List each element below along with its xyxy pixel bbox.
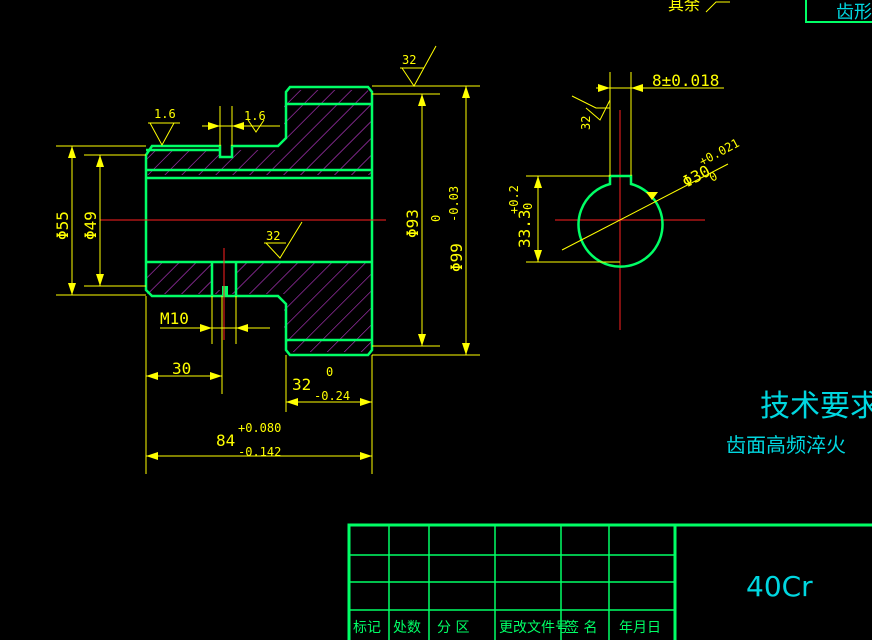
requirements-heading: 技术要求 <box>760 389 872 424</box>
roughness-symbol-top-partial <box>705 1 730 13</box>
section-outline <box>144 85 374 357</box>
title-block <box>347 523 872 640</box>
dim-h33-upper: +0.2 <box>507 185 521 214</box>
dim-l32: 32 <box>292 375 311 394</box>
end-view-arrows <box>534 84 658 262</box>
table-header-3: 更改文件号 <box>499 620 569 636</box>
dim-d99-lower: -0.03 <box>447 186 461 222</box>
table-header-2: 分 区 <box>437 620 469 636</box>
dim-d99-upper: 0 <box>429 215 443 222</box>
top-partial-label: 其余 <box>668 0 700 14</box>
roughness-key: 32 <box>579 116 593 130</box>
dim-d30-upper: +0.021 <box>697 136 742 169</box>
table-header-0: 标记 <box>353 620 381 636</box>
table-header-1: 处数 <box>393 620 421 636</box>
roughness-top: 32 <box>402 53 416 67</box>
section-hatch-upper <box>146 90 372 175</box>
dim-h33: 33.3 <box>515 209 534 248</box>
revision-table-headers: 标记处数分 区 更改文件号签 名 年月日 <box>353 619 661 636</box>
dim-l84-lower: -0.142 <box>238 445 281 459</box>
end-view-bore-keyway <box>577 174 664 268</box>
dim-l32-lower: -0.24 <box>314 389 350 403</box>
requirements-line1: 齿面高频淬火 <box>726 433 846 457</box>
dim-m10: M10 <box>160 309 189 328</box>
dim-d99: Φ99 <box>447 243 466 272</box>
dim-d30-lower: 0 <box>707 169 720 185</box>
dimension-arrows <box>68 86 470 460</box>
dimension-lines <box>56 45 480 474</box>
dim-d55: Φ55 <box>53 211 72 240</box>
table-header-4: 签 名 <box>565 619 597 636</box>
dim-l32-upper: 0 <box>326 365 333 379</box>
end-view-dimension-lines <box>526 72 729 263</box>
dim-l84: 84 <box>216 431 235 450</box>
dim-l30: 30 <box>172 359 191 378</box>
table-header-5: 年月日 <box>619 620 661 636</box>
material-label: 40Cr <box>746 570 813 603</box>
threaded-hole-mark <box>222 286 228 296</box>
dim-h33-lower: 0 <box>521 203 535 210</box>
roughness-mid: 1.6 <box>244 109 266 123</box>
section-hatch-lower <box>146 262 372 352</box>
title-frame-partial <box>805 0 872 23</box>
dim-key-width: 8±0.018 <box>652 71 719 90</box>
dim-l84-upper: +0.080 <box>238 421 281 435</box>
dim-d49: Φ49 <box>81 211 100 240</box>
roughness-bore: 32 <box>266 229 280 243</box>
dim-d93: Φ93 <box>403 209 422 238</box>
title-partial: 齿形 <box>836 2 872 23</box>
roughness-left: 1.6 <box>154 107 176 121</box>
